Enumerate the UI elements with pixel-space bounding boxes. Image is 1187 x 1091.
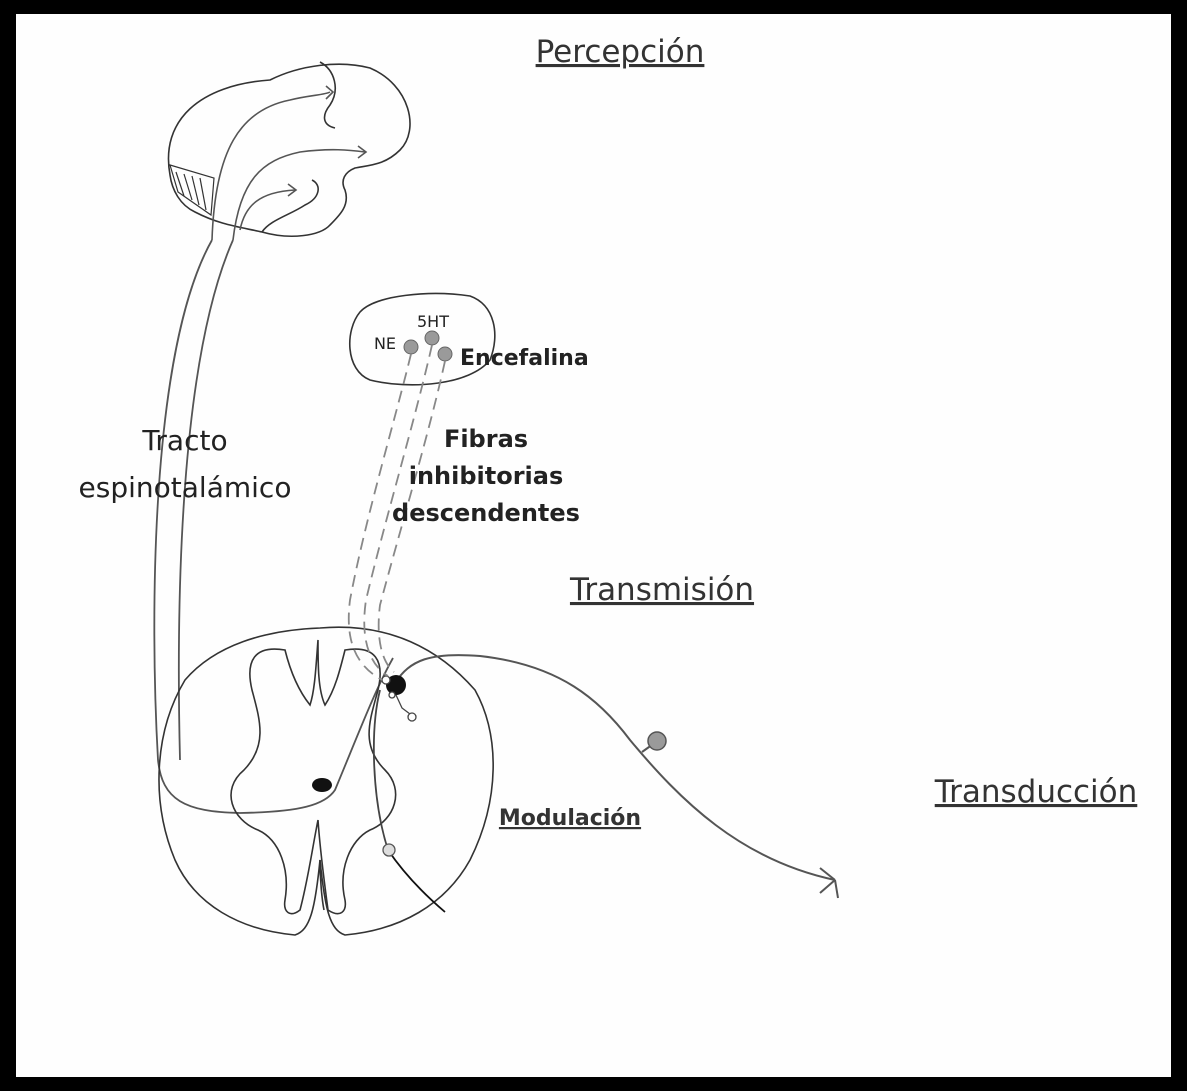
- heading-transmision: Transmisión: [569, 572, 754, 608]
- diagram-background: [16, 14, 1171, 1077]
- label-espinotalamico: espinotalámico: [79, 471, 292, 504]
- central-canal: [312, 778, 332, 792]
- ne-neuron: [404, 340, 418, 354]
- label-tracto: Tracto: [141, 424, 227, 457]
- label-descendentes: descendentes: [392, 499, 580, 527]
- label-fibras: Fibras: [444, 425, 528, 453]
- label-inhibitorias: inhibitorias: [409, 462, 564, 490]
- label-encefalina: Encefalina: [460, 346, 589, 371]
- label-5ht: 5HT: [417, 312, 449, 331]
- enkephalin-neuron: [438, 347, 452, 361]
- dorsal-root-ganglion-neuron: [648, 732, 666, 750]
- heading-modulacion: Modulación: [499, 806, 641, 831]
- heading-percepcion: Percepción: [536, 34, 705, 70]
- label-ne: NE: [374, 334, 396, 353]
- interneuron: [383, 844, 395, 856]
- serotonin-neuron: [425, 331, 439, 345]
- heading-transduccion: Transducción: [934, 774, 1138, 810]
